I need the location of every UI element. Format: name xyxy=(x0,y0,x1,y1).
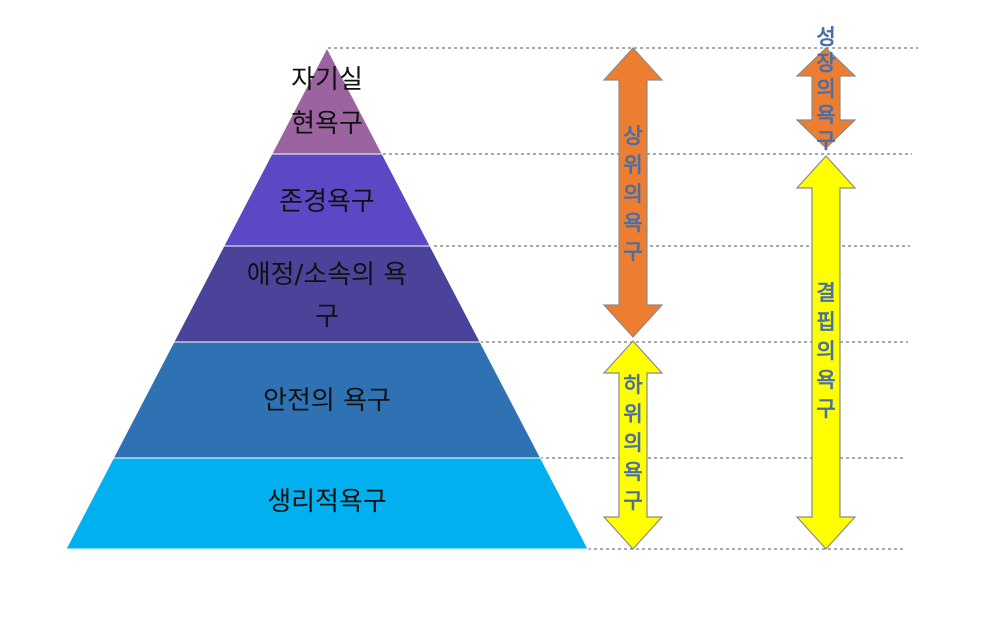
tier-belonging-label: 애정/소속의 욕 xyxy=(247,260,408,290)
tier-self-actualization-label: 현욕구 xyxy=(291,109,363,139)
tier-self-actualization-label: 자기실 xyxy=(291,65,363,95)
tier-physiological-label: 생리적욕구 xyxy=(267,487,387,517)
tier-belonging-label: 구 xyxy=(315,302,339,332)
tier-safety-label: 안전의 욕구 xyxy=(263,386,391,416)
tier-physiological-band xyxy=(65,457,589,550)
upper-needs-arrow xyxy=(602,47,664,338)
growth-needs-arrow xyxy=(795,47,857,149)
tier-esteem-label: 존경욕구 xyxy=(279,187,375,217)
deficiency-needs-arrow xyxy=(795,155,857,550)
lower-needs-arrow xyxy=(602,340,664,550)
